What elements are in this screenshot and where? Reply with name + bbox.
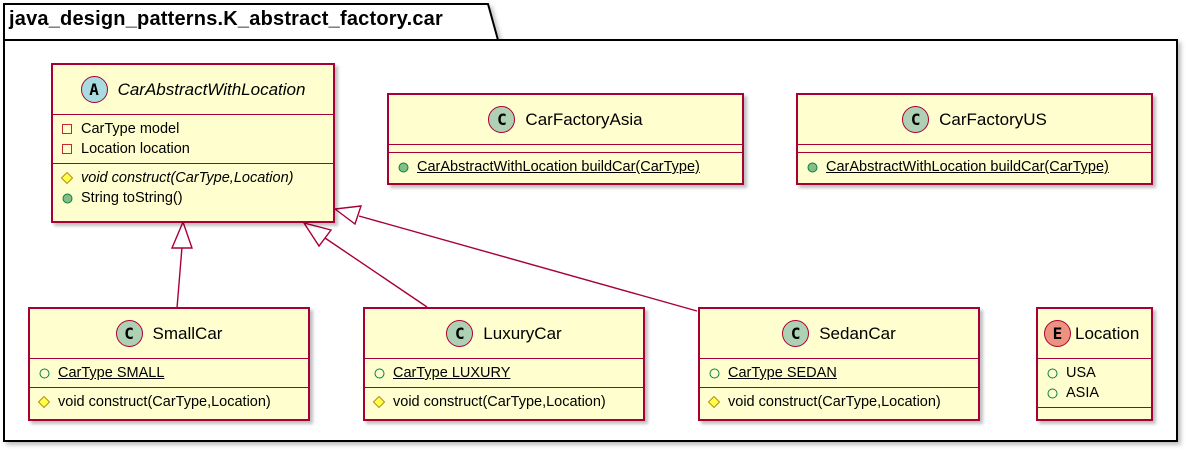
class-name: LuxuryCar — [483, 323, 562, 343]
class-header: C SedanCar — [700, 309, 978, 359]
field-text: CarType model — [81, 121, 180, 137]
field-text: Location location — [81, 141, 190, 157]
field-text: CarType SMALL — [58, 365, 165, 381]
fields-section — [389, 145, 742, 153]
method-text: void construct(CarType,Location) — [728, 394, 941, 410]
field-text: CarType SEDAN — [728, 365, 837, 381]
public-field-icon — [708, 367, 720, 379]
class-badge-icon: C — [115, 320, 143, 347]
private-field-icon — [61, 143, 73, 155]
class-name: SedanCar — [819, 323, 896, 343]
class-badge-icon: C — [782, 320, 810, 347]
methods-section — [1038, 408, 1151, 416]
field-row: CarType model — [61, 119, 333, 139]
protected-method-icon — [373, 396, 385, 408]
field-row: CarType SMALL — [38, 363, 308, 383]
method-row: void construct(CarType,Location) — [38, 392, 308, 412]
field-row: Location location — [61, 139, 333, 159]
field-row: CarType LUXURY — [373, 363, 643, 383]
method-text: void construct(CarType,Location) — [58, 394, 271, 410]
method-text: CarAbstractWithLocation buildCar(CarType… — [826, 159, 1109, 175]
method-row: CarAbstractWithLocation buildCar(CarType… — [397, 157, 742, 177]
class-small-car[interactable]: C SmallCar CarType SMALL void construct(… — [28, 307, 310, 421]
method-text: void construct(CarType,Location) — [393, 394, 606, 410]
enum-value-row: ASIA — [1046, 383, 1151, 403]
protected-method-icon — [61, 172, 73, 184]
class-header: C CarFactoryAsia — [389, 95, 742, 145]
method-row: CarAbstractWithLocation buildCar(CarType… — [806, 157, 1151, 177]
inheritance-arrow-smallcar — [170, 220, 193, 309]
class-header: C CarFactoryUS — [798, 95, 1151, 145]
methods-section: CarAbstractWithLocation buildCar(CarType… — [798, 153, 1151, 181]
public-method-icon — [397, 161, 409, 173]
class-name: CarFactoryAsia — [525, 109, 643, 129]
class-sedan-car[interactable]: C SedanCar CarType SEDAN void construct(… — [698, 307, 980, 421]
class-luxury-car[interactable]: C LuxuryCar CarType LUXURY void construc… — [363, 307, 645, 421]
public-method-icon — [61, 192, 73, 204]
public-field-icon — [38, 367, 50, 379]
method-row: void construct(CarType,Location) — [61, 168, 333, 188]
method-row: void construct(CarType,Location) — [373, 392, 643, 412]
class-name: Location — [1075, 323, 1140, 343]
class-header: C SmallCar — [30, 309, 308, 359]
class-name: CarFactoryUS — [939, 109, 1047, 129]
inheritance-arrow-luxurycar — [302, 221, 428, 308]
protected-method-icon — [708, 396, 720, 408]
public-field-icon — [1046, 387, 1058, 399]
methods-section: void construct(CarType,Location) — [365, 388, 643, 416]
package-name: java_design_patterns.K_abstract_factory.… — [9, 8, 443, 30]
enum-value-row: USA — [1046, 363, 1151, 383]
class-name: SmallCar — [152, 323, 223, 343]
enum-value-text: USA — [1066, 365, 1096, 381]
private-field-icon — [61, 123, 73, 135]
class-car-abstract-with-location[interactable]: A CarAbstractWithLocation CarType model … — [51, 63, 335, 223]
method-row: void construct(CarType,Location) — [708, 392, 978, 412]
class-car-factory-us[interactable]: C CarFactoryUS CarAbstractWithLocation b… — [796, 93, 1153, 185]
enum-values-section: USA ASIA — [1038, 359, 1151, 408]
field-text: CarType LUXURY — [393, 365, 511, 381]
methods-section: void construct(CarType,Location) — [700, 388, 978, 416]
method-text: void construct(CarType,Location) — [81, 170, 294, 186]
inheritance-arrow-sedancar — [333, 205, 698, 312]
methods-section: void construct(CarType,Location) String … — [53, 164, 333, 212]
method-text: String toString() — [81, 190, 183, 206]
field-row: CarType SEDAN — [708, 363, 978, 383]
enum-value-text: ASIA — [1066, 385, 1100, 401]
class-name: CarAbstractWithLocation — [117, 79, 306, 99]
public-field-icon — [1046, 367, 1058, 379]
class-header: A CarAbstractWithLocation — [53, 65, 333, 115]
class-badge-icon: C — [446, 320, 474, 347]
fields-section: CarType LUXURY — [365, 359, 643, 388]
class-header: E Location — [1038, 309, 1151, 359]
abstract-class-badge-icon: A — [80, 76, 108, 103]
methods-section: CarAbstractWithLocation buildCar(CarType… — [389, 153, 742, 181]
fields-section: CarType SMALL — [30, 359, 308, 388]
public-method-icon — [806, 161, 818, 173]
methods-section: void construct(CarType,Location) — [30, 388, 308, 416]
fields-section: CarType SEDAN — [700, 359, 978, 388]
fields-section: CarType model Location location — [53, 115, 333, 164]
class-badge-icon: C — [488, 106, 516, 133]
enum-location[interactable]: E Location USA ASIA — [1036, 307, 1153, 421]
enum-badge-icon: E — [1044, 320, 1071, 347]
public-field-icon — [373, 367, 385, 379]
class-header: C LuxuryCar — [365, 309, 643, 359]
protected-method-icon — [38, 396, 50, 408]
method-row: String toString() — [61, 188, 333, 208]
class-badge-icon: C — [902, 106, 930, 133]
fields-section — [798, 145, 1151, 153]
class-car-factory-asia[interactable]: C CarFactoryAsia CarAbstractWithLocation… — [387, 93, 744, 185]
method-text: CarAbstractWithLocation buildCar(CarType… — [417, 159, 700, 175]
